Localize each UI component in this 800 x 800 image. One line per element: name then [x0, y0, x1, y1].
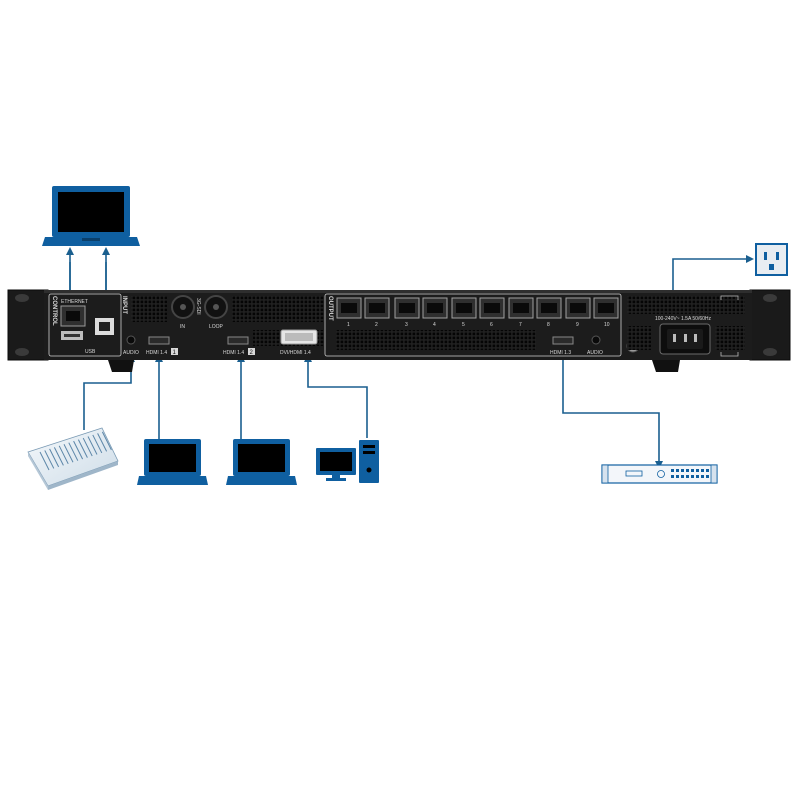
audio-input-label: AUDIO	[123, 350, 139, 356]
hdmi1-number: 1	[173, 350, 177, 356]
rack-device-button	[696, 469, 699, 472]
connector-lines	[66, 247, 754, 469]
hdmi-output-label: HDMI 1.3	[550, 350, 571, 356]
output-port-socket	[513, 303, 529, 313]
output-port-socket	[541, 303, 557, 313]
hdmi2-source-laptop-icon	[226, 439, 297, 485]
mixer-fader	[49, 448, 60, 468]
sdi-in-label: IN	[180, 324, 185, 330]
ethernet-label: ETHERNET	[61, 299, 88, 305]
rack-device-button	[686, 475, 689, 478]
audio-output-jack[interactable]	[591, 335, 601, 345]
led-controller-rear-panel: CONTROL ETHERNET USB INPUT 3G-SDI IN LOO…	[7, 289, 791, 372]
hdmi-output-link	[562, 360, 663, 469]
mixer-fader	[44, 450, 55, 469]
output-port-socket	[570, 303, 586, 313]
sdi-loop-label: LOOP	[209, 324, 224, 330]
audio-output-label: AUDIO	[587, 350, 603, 356]
rack-device-button	[676, 475, 679, 478]
rack-device-button	[686, 469, 689, 472]
rack-device-button	[681, 469, 684, 472]
output-port-number: 4	[433, 322, 436, 328]
output-label: OUTPUT	[327, 296, 333, 321]
mixer-fader	[53, 447, 64, 466]
audio-input-jack[interactable]	[126, 335, 136, 345]
output-port-number: 2	[375, 322, 378, 328]
mixer-fader	[77, 439, 88, 458]
hdmi1-label: HDMI 1.4	[146, 350, 167, 356]
dvi-link	[304, 354, 368, 438]
rack-device-button	[706, 475, 709, 478]
input-vent	[131, 296, 167, 322]
output-port-number: 5	[462, 322, 465, 328]
mixer-fader	[73, 440, 84, 460]
rack-ear-left	[7, 289, 49, 361]
hdmi2-number: 2	[250, 350, 254, 356]
rack-audio-device-icon	[601, 464, 718, 484]
output-port-socket	[484, 303, 500, 313]
rack-device-button	[701, 475, 704, 478]
mixer-fader	[92, 434, 103, 454]
rack-device-button	[671, 475, 674, 478]
mixer-fader	[68, 442, 79, 461]
output-port-number: 7	[519, 322, 522, 328]
mixer-fader	[87, 436, 98, 455]
mixer-icon	[27, 427, 119, 490]
hdmi-output-port[interactable]	[552, 336, 574, 345]
output-port-number: 1	[347, 322, 350, 328]
output-port-number: 8	[547, 322, 550, 328]
rack-device-button	[696, 475, 699, 478]
rack-device-button	[676, 469, 679, 472]
output-port-number: 3	[405, 322, 408, 328]
desktop-computer-icon	[316, 440, 379, 483]
rack-device-button	[691, 469, 694, 472]
rack-device-button	[671, 469, 674, 472]
mixer-fader	[97, 433, 108, 452]
rack-device-button	[706, 469, 709, 472]
hdmi2-port[interactable]	[227, 336, 249, 345]
output-port-number: 9	[576, 322, 579, 328]
mixer-fader	[82, 437, 93, 457]
mixer-fader	[39, 451, 50, 471]
power-outlet-icon	[755, 243, 788, 276]
output-port-number: 6	[490, 322, 493, 328]
control-laptop-icon	[42, 186, 140, 246]
rack-device-button	[701, 469, 704, 472]
output-port-socket	[456, 303, 472, 313]
usb-label: USB	[85, 349, 96, 355]
mixer-fader	[101, 431, 112, 451]
output-port-number: 10	[604, 322, 610, 328]
sdi-label: 3G-SDI	[195, 298, 201, 315]
output-port-socket	[369, 303, 385, 313]
rack-device-button	[691, 475, 694, 478]
hdmi1-source-laptop-icon	[137, 439, 208, 485]
hdmi2-label: HDMI 1.4	[223, 350, 244, 356]
output-port-socket	[427, 303, 443, 313]
output-port-socket	[598, 303, 614, 313]
rack-device-button	[681, 475, 684, 478]
output-port-socket	[399, 303, 415, 313]
power-rating-label: 100-240V~ 1.5A 50/60Hz	[655, 316, 712, 322]
control-label: CONTROL	[51, 296, 57, 326]
mixer-fader	[58, 445, 69, 465]
mixer-fader	[63, 444, 74, 463]
hdmi1-port[interactable]	[148, 336, 170, 345]
input-label: INPUT	[121, 296, 127, 314]
output-ports: 1 2 3 4 5 6 7 8 9 10	[336, 297, 619, 328]
dvi-label: DVI/HDMI 1.4	[280, 350, 311, 356]
output-port-socket	[341, 303, 357, 313]
